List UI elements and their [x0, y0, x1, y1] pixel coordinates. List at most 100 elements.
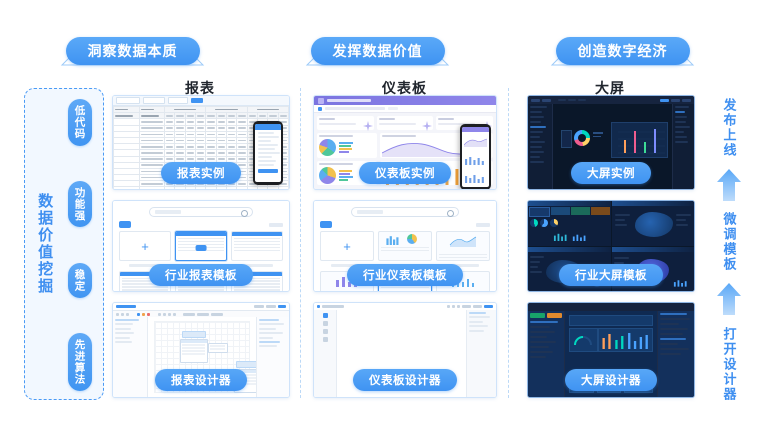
report-instance-preview — [113, 96, 289, 189]
list-item[interactable] — [528, 201, 611, 246]
caption-bigscreen-template[interactable]: 行业大屏模板 — [559, 264, 663, 286]
designer-property-panel[interactable] — [255, 317, 289, 397]
pie-legend — [339, 141, 353, 154]
canvas-title-widget[interactable] — [568, 315, 654, 326]
canvas-gauge-widget[interactable] — [568, 328, 599, 352]
mobile-preview-phone-dashboard — [460, 124, 491, 189]
column-heading-report: 报表 — [185, 80, 215, 96]
designer-tool-rail[interactable] — [314, 310, 338, 397]
report-filter-1 — [116, 97, 140, 104]
mobile-preview-phone — [253, 121, 283, 185]
thumb-bar-chart — [386, 236, 399, 245]
canvas-node-small[interactable] — [207, 343, 228, 353]
search-icon — [446, 209, 454, 217]
list-item[interactable] — [436, 231, 490, 267]
template-more-link[interactable] — [476, 222, 490, 227]
caption-dashboard-designer[interactable]: 仪表板设计器 — [353, 369, 457, 391]
canvas-widget-panel[interactable] — [560, 130, 572, 148]
phone-screen — [462, 127, 489, 187]
arrow-up-icon — [717, 283, 741, 315]
template-filter-row — [119, 221, 283, 228]
card-dashboard-instance[interactable]: 仪表板实例 — [313, 95, 497, 190]
canvas-node-label-2[interactable] — [235, 361, 256, 368]
report-query-button — [191, 97, 203, 104]
banner-label-3: 创造数字经济 — [555, 37, 690, 65]
feature-tag-stable[interactable]: 稳定 — [68, 262, 92, 298]
kpi-card — [317, 116, 374, 131]
template-create-new[interactable]: + — [320, 231, 374, 267]
use-template-badge[interactable] — [195, 245, 207, 251]
canvas-donut-legend — [592, 132, 603, 137]
list-item[interactable] — [231, 231, 283, 267]
search-icon — [240, 209, 248, 217]
canvas-node-label[interactable] — [181, 331, 206, 338]
left-feature-panel: 数据价值挖掘 低代码 功能强 稳定 先进算法 — [24, 88, 104, 400]
caption-report-designer[interactable]: 报表设计器 — [155, 369, 247, 391]
search-placeholder — [155, 209, 182, 214]
pie-chart-2 — [319, 167, 336, 184]
divider-right — [508, 88, 509, 398]
table-row — [113, 186, 289, 189]
column-heading-bigscreen: 大屏 — [595, 80, 625, 96]
feature-tag-powerful[interactable]: 功能强 — [68, 180, 92, 228]
feature-tag-algorithm[interactable]: 先进算法 — [68, 332, 92, 391]
template-filter-row — [320, 221, 490, 228]
feature-tag-lowcode[interactable]: 低代码 — [68, 99, 92, 146]
bigscreen-property-panel-2[interactable] — [657, 311, 694, 397]
template-more-link[interactable] — [269, 222, 283, 227]
card-report-instance[interactable]: 报表实例 — [112, 95, 290, 190]
card-bigscreen-template[interactable]: 行业大屏模板 — [527, 200, 695, 292]
list-item[interactable] — [378, 231, 432, 267]
canvas-donut-chart[interactable] — [573, 130, 590, 146]
divider-left — [300, 88, 301, 398]
banner-economy: 创造数字经济 — [550, 37, 695, 66]
report-filter-3 — [168, 97, 188, 104]
canvas-bar-chart-widget[interactable] — [610, 122, 668, 158]
list-item[interactable] — [611, 201, 694, 246]
flow-step-adjust: 微调模板 — [718, 206, 740, 278]
designer-titlebar — [113, 303, 289, 311]
app-logo-icon — [318, 97, 324, 104]
caption-report-instance[interactable]: 报表实例 — [161, 162, 241, 184]
card-dashboard-template[interactable]: + — [313, 200, 497, 292]
card-report-template[interactable]: + — [112, 200, 290, 292]
card-report-designer[interactable]: 报表设计器 — [112, 302, 290, 398]
caption-dashboard-template[interactable]: 行业仪表板模板 — [347, 264, 463, 286]
card-bigscreen-instance[interactable]: 大屏实例 — [527, 95, 695, 190]
template-search-input[interactable] — [351, 207, 459, 217]
caption-dashboard-instance[interactable]: 仪表板实例 — [359, 162, 451, 184]
template-side-stats — [614, 214, 630, 229]
designer-property-panel[interactable] — [465, 310, 496, 397]
flow-step-open-designer: 打开设计器 — [718, 320, 740, 408]
card-dashboard-designer[interactable]: 仪表板设计器 — [313, 302, 497, 398]
bigscreen-widget-palette[interactable] — [528, 311, 565, 397]
caption-bigscreen-instance[interactable]: 大屏实例 — [571, 162, 651, 184]
flow-label-open-designer: 打开设计器 — [721, 326, 737, 402]
list-item[interactable] — [175, 231, 227, 267]
template-thumbnail — [436, 231, 490, 261]
map-china-icon — [634, 212, 673, 237]
phone-bar-chart-2 — [465, 175, 484, 183]
bigscreen-component-list[interactable] — [528, 104, 553, 189]
template-category-chip[interactable] — [119, 221, 132, 228]
flow-arrow-top — [716, 168, 742, 202]
bigscreen-property-panel[interactable] — [672, 104, 694, 189]
template-category-chip[interactable] — [320, 221, 333, 228]
caption-report-template[interactable]: 行业报表模板 — [149, 264, 253, 286]
template-create-new[interactable]: + — [119, 231, 171, 267]
phone-bar-chart-1 — [465, 157, 484, 165]
canvas-bar-widget[interactable] — [597, 328, 654, 352]
banner-insight: 洞察数据本质 — [60, 37, 205, 66]
template-search-input[interactable] — [149, 207, 253, 217]
banner-value: 发挥数据价值 — [305, 37, 450, 66]
canvas-node-block[interactable] — [179, 339, 208, 363]
card-bigscreen-designer[interactable]: 大屏设计器 — [527, 302, 695, 398]
kpi-card — [376, 116, 434, 131]
column-heading-dashboard: 仪表板 — [382, 80, 427, 96]
designer-component-tree[interactable] — [113, 317, 148, 397]
thumb-line-chart — [449, 236, 477, 247]
caption-bigscreen-designer[interactable]: 大屏设计器 — [565, 369, 657, 391]
plus-icon: + — [320, 231, 374, 261]
flow-label-publish: 发布上线 — [721, 98, 737, 158]
gauge-icon — [574, 336, 593, 346]
